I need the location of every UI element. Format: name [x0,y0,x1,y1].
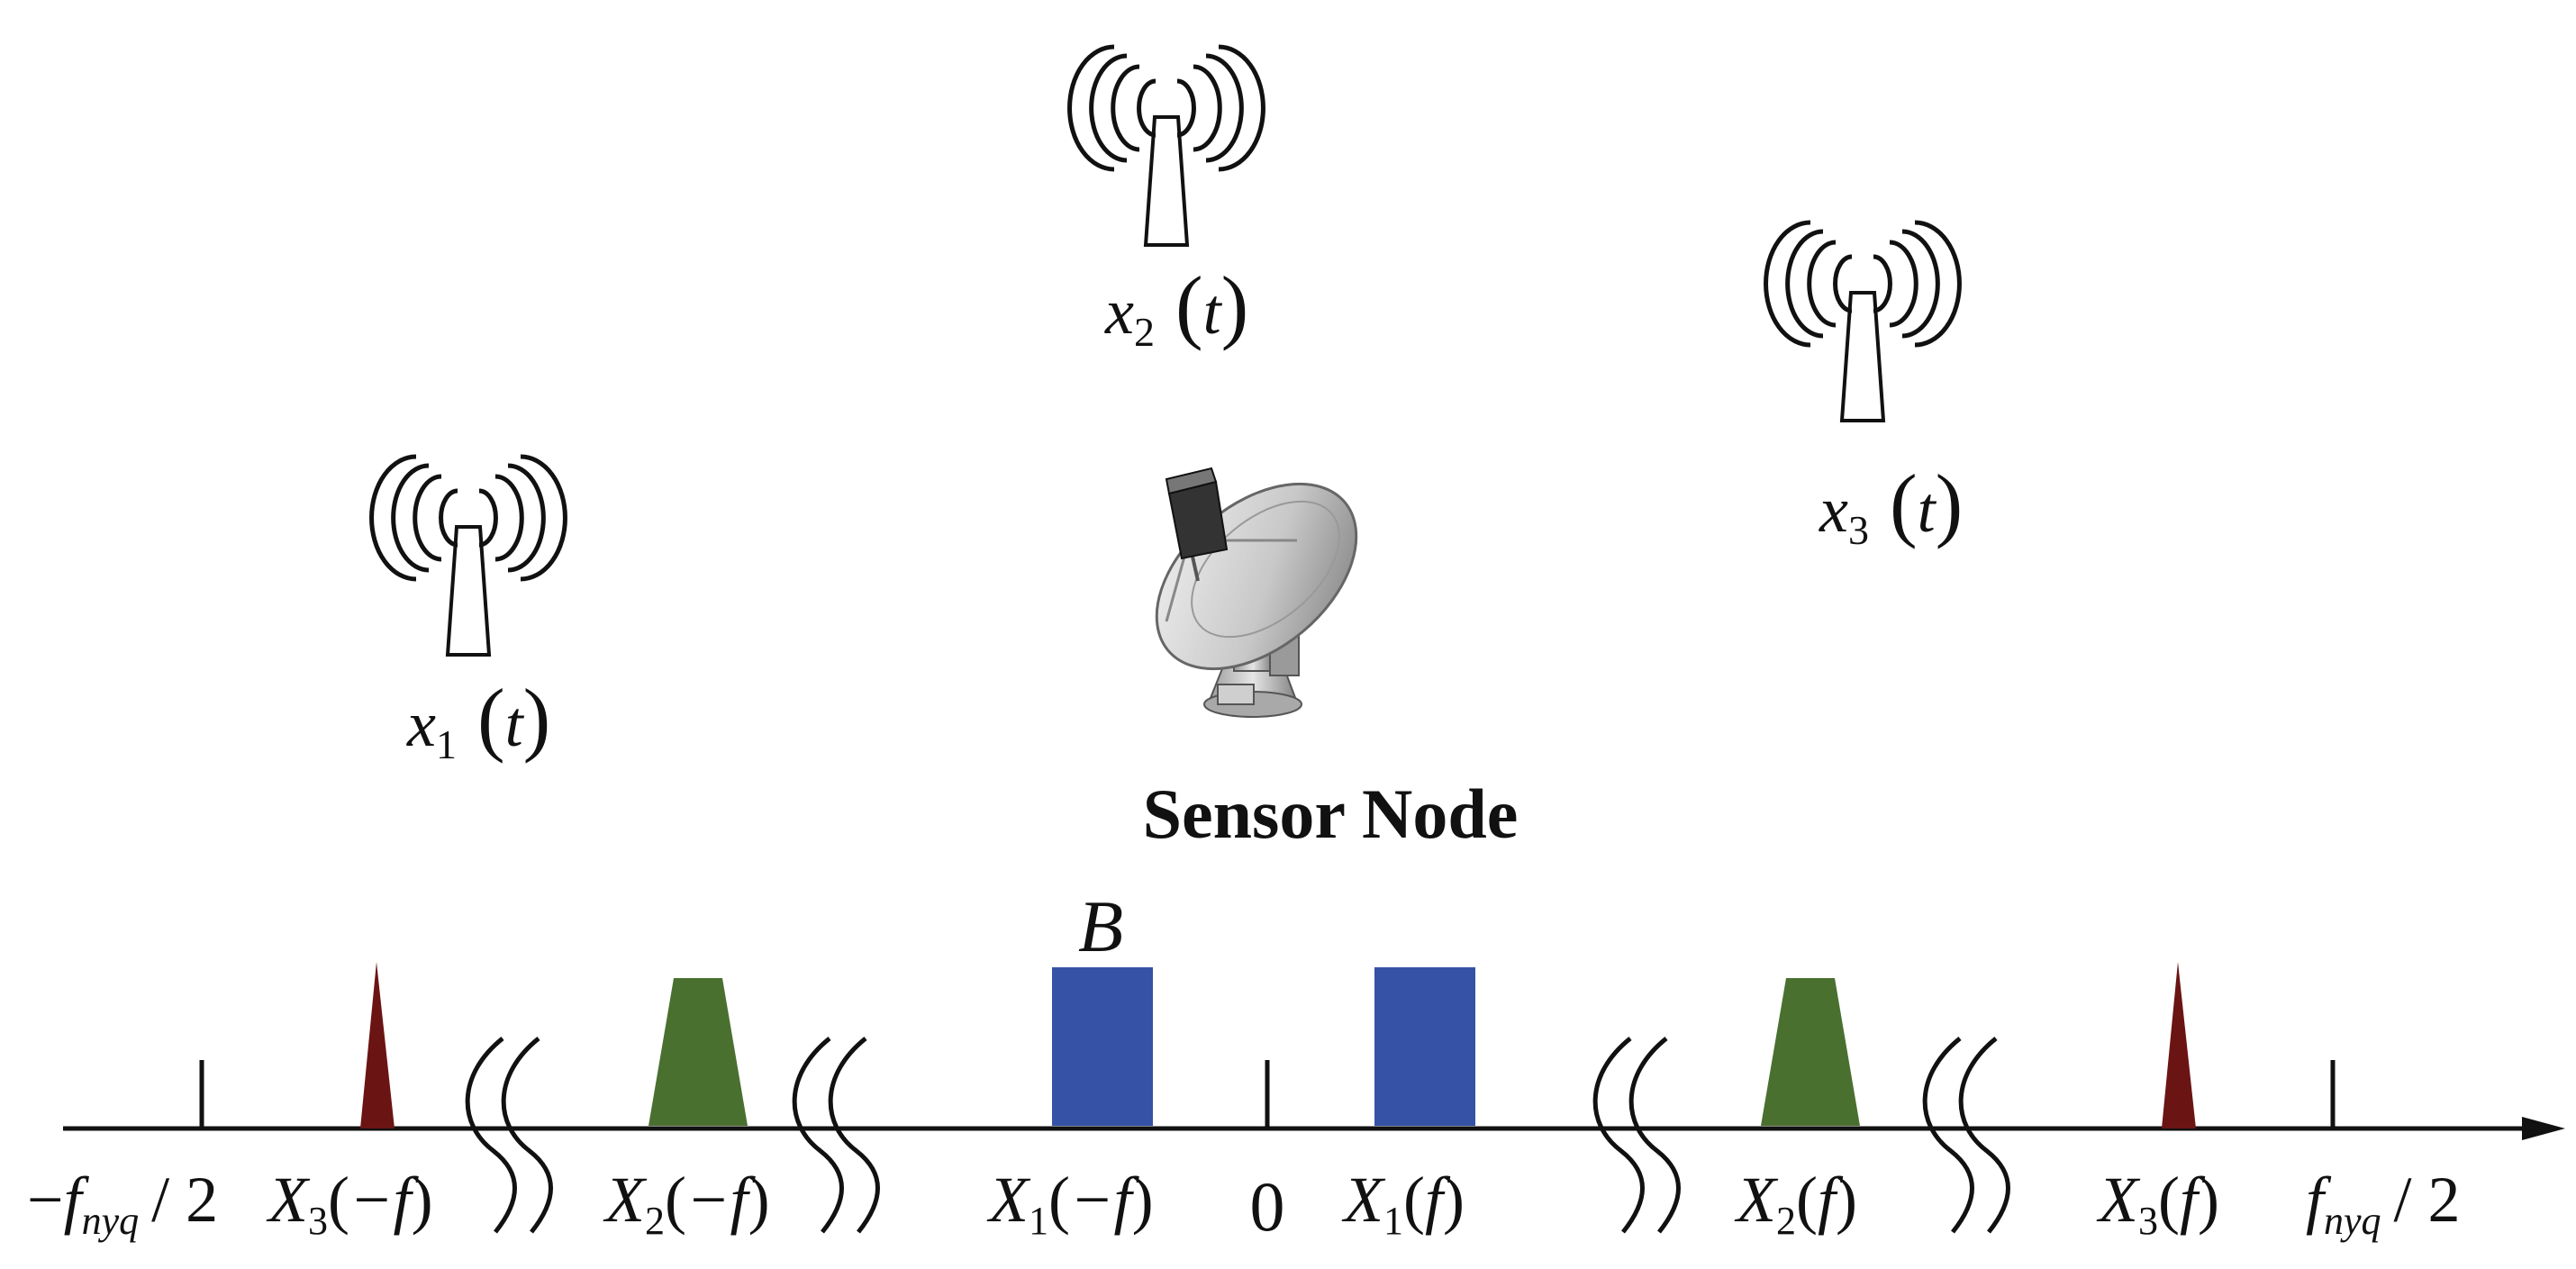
band-x3-neg [360,962,395,1129]
left-nyquist-label: −fnyq/ 2 [27,1164,218,1243]
band-x2-neg [649,978,748,1126]
axis-break-1 [467,1038,550,1232]
axis-break-2 [794,1038,877,1232]
radio-tower-icon [1766,222,1960,421]
transmitter-label-3: x3 (t) [1819,458,1963,553]
spectrum-label-x3-neg: X3(−f) [266,1164,433,1243]
transmitter-2 [1070,47,1264,245]
satellite-dish-icon [1155,467,1358,718]
band-x1-pos [1374,967,1475,1126]
radio-tower-icon [1070,47,1264,245]
transmitter-3 [1766,222,1960,421]
transmitter-label-2: x2 (t) [1104,259,1248,355]
transmitter-1 [372,457,566,655]
band-x2-pos [1761,978,1860,1126]
zero-label: 0 [1250,1167,1285,1246]
spectrum-label-x3-pos: X3(f) [2096,1164,2219,1243]
spectrum-label-x1-pos: X1(f) [1341,1164,1465,1243]
spectrum-label-x2-pos: X2(f) [1734,1164,1857,1243]
transmitter-label-1: x1 (t) [406,672,550,767]
sensor-node-title: Sensor Node [1143,775,1519,853]
band-x3-pos [2162,962,2196,1129]
spectrum-label-x2-neg: X2(−f) [603,1164,770,1243]
axis-arrow [2522,1117,2565,1140]
spectrum-label-x1-neg: X1(−f) [986,1164,1154,1243]
right-nyquist-label: fnyq/ 2 [2306,1164,2461,1243]
axis-break-4 [1925,1038,2008,1232]
axis-break-3 [1595,1038,1678,1232]
spectrum-labels: X3(−f) X2(−f) X1(−f) X1(f) X2(f) X3(f) [266,1164,2219,1243]
radio-tower-icon [372,457,566,655]
band-x1-neg [1052,967,1153,1126]
bandwidth-label: B [1078,885,1123,967]
